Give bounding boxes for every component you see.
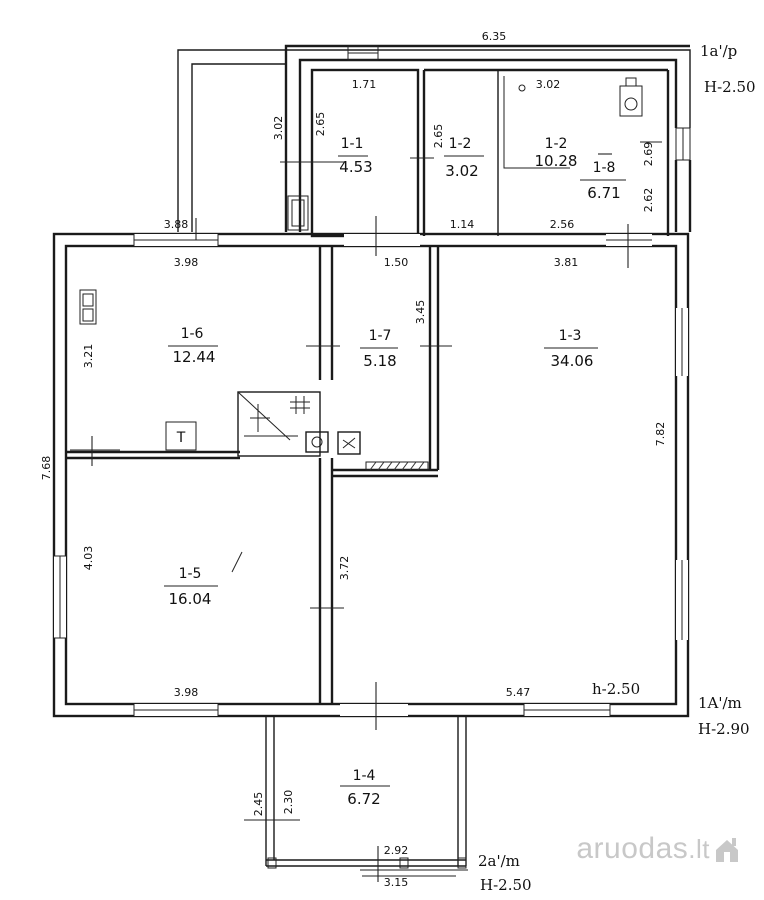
room-1-3-area: 34.06 bbox=[551, 352, 594, 370]
room-1-5-area: 16.04 bbox=[169, 590, 212, 608]
upper-annex-walls bbox=[177, 44, 692, 238]
room-1-5-id: 1-5 bbox=[179, 566, 202, 582]
dim-3-45: 3.45 bbox=[414, 300, 427, 325]
dim-top-total: 6.35 bbox=[482, 30, 507, 43]
annex-height: H-2.50 bbox=[704, 78, 756, 96]
main-house-walls bbox=[52, 232, 690, 718]
watermark-domain: .lt bbox=[688, 833, 710, 864]
main-house-height: H-2.90 bbox=[698, 720, 750, 738]
dim-2-56: 2.56 bbox=[550, 218, 575, 231]
dim-4-03: 4.03 bbox=[82, 546, 95, 571]
dim-3-02a: 3.02 bbox=[536, 78, 561, 91]
interior-partitions bbox=[66, 246, 440, 704]
room-1-6-id: 1-6 bbox=[181, 326, 204, 342]
house-icon bbox=[716, 838, 738, 862]
block-annotations: 1a'/p H-2.50 h-2.50 1A'/m H-2.90 2a'/m H… bbox=[478, 42, 756, 894]
room-1-7-area: 5.18 bbox=[363, 352, 396, 370]
dim-3-21: 3.21 bbox=[82, 344, 95, 369]
dim-2-69: 2.69 bbox=[642, 142, 655, 167]
watermark-brand: aruodas bbox=[576, 832, 689, 865]
dim-3-72: 3.72 bbox=[338, 556, 351, 581]
room-1-2-id: 1-2 bbox=[449, 136, 472, 152]
room-1-8-id: 1-8 bbox=[593, 160, 616, 176]
room-1-3-id: 1-3 bbox=[559, 328, 582, 344]
main-room-height: h-2.50 bbox=[592, 680, 640, 698]
dim-2-65a: 2.65 bbox=[314, 112, 327, 137]
dim-5-47: 5.47 bbox=[506, 686, 531, 699]
dim-2-92: 2.92 bbox=[384, 844, 409, 857]
dim-3-81: 3.81 bbox=[554, 256, 579, 269]
dim-2-45: 2.45 bbox=[252, 792, 265, 817]
dim-2-65b: 2.65 bbox=[432, 124, 445, 149]
dim-3-98a: 3.98 bbox=[174, 256, 199, 269]
dim-3-15: 3.15 bbox=[384, 876, 409, 889]
aruodas-watermark: aruodas.lt bbox=[576, 832, 742, 866]
dimension-labels: 6.35 1.71 3.02 3.02 2.65 2.65 2.69 2.62 … bbox=[40, 30, 667, 889]
porch-height: H-2.50 bbox=[480, 876, 532, 894]
dim-3-88: 3.88 bbox=[164, 218, 189, 231]
room-1-4-id: 1-4 bbox=[353, 768, 376, 784]
room-1-8-area: 6.71 bbox=[587, 184, 620, 202]
dim-3-98b: 3.98 bbox=[174, 686, 199, 699]
dim-7-82: 7.82 bbox=[654, 422, 667, 447]
annex-code: 1a'/p bbox=[700, 42, 737, 60]
dim-1-50: 1.50 bbox=[384, 256, 409, 269]
room-labels: 1-1 4.53 1-2 3.02 1-2 10.28 1-8 6.71 1-6… bbox=[164, 136, 626, 808]
room-1-7-id: 1-7 bbox=[369, 328, 392, 344]
room-1-1-area: 4.53 bbox=[339, 158, 372, 176]
dim-2-30: 2.30 bbox=[282, 790, 295, 815]
dim-7-68: 7.68 bbox=[40, 456, 53, 481]
room-1-1-id: 1-1 bbox=[341, 136, 364, 152]
room-1-2b-id: 1-2 bbox=[545, 136, 568, 152]
main-house-code: 1A'/m bbox=[698, 694, 742, 712]
dim-1-71: 1.71 bbox=[352, 78, 377, 91]
dimension-ticks bbox=[70, 141, 662, 882]
room-1-2b-area: 10.28 bbox=[535, 152, 578, 170]
dim-1-14: 1.14 bbox=[450, 218, 475, 231]
dim-3-02b: 3.02 bbox=[272, 116, 285, 141]
room-1-4-area: 6.72 bbox=[347, 790, 380, 808]
porch-walls bbox=[265, 716, 467, 869]
porch-code: 2a'/m bbox=[478, 852, 520, 870]
dim-2-62: 2.62 bbox=[642, 188, 655, 213]
toilet-mark: T bbox=[176, 430, 186, 446]
room-1-6-area: 12.44 bbox=[173, 348, 216, 366]
room-1-2-area: 3.02 bbox=[445, 162, 478, 180]
